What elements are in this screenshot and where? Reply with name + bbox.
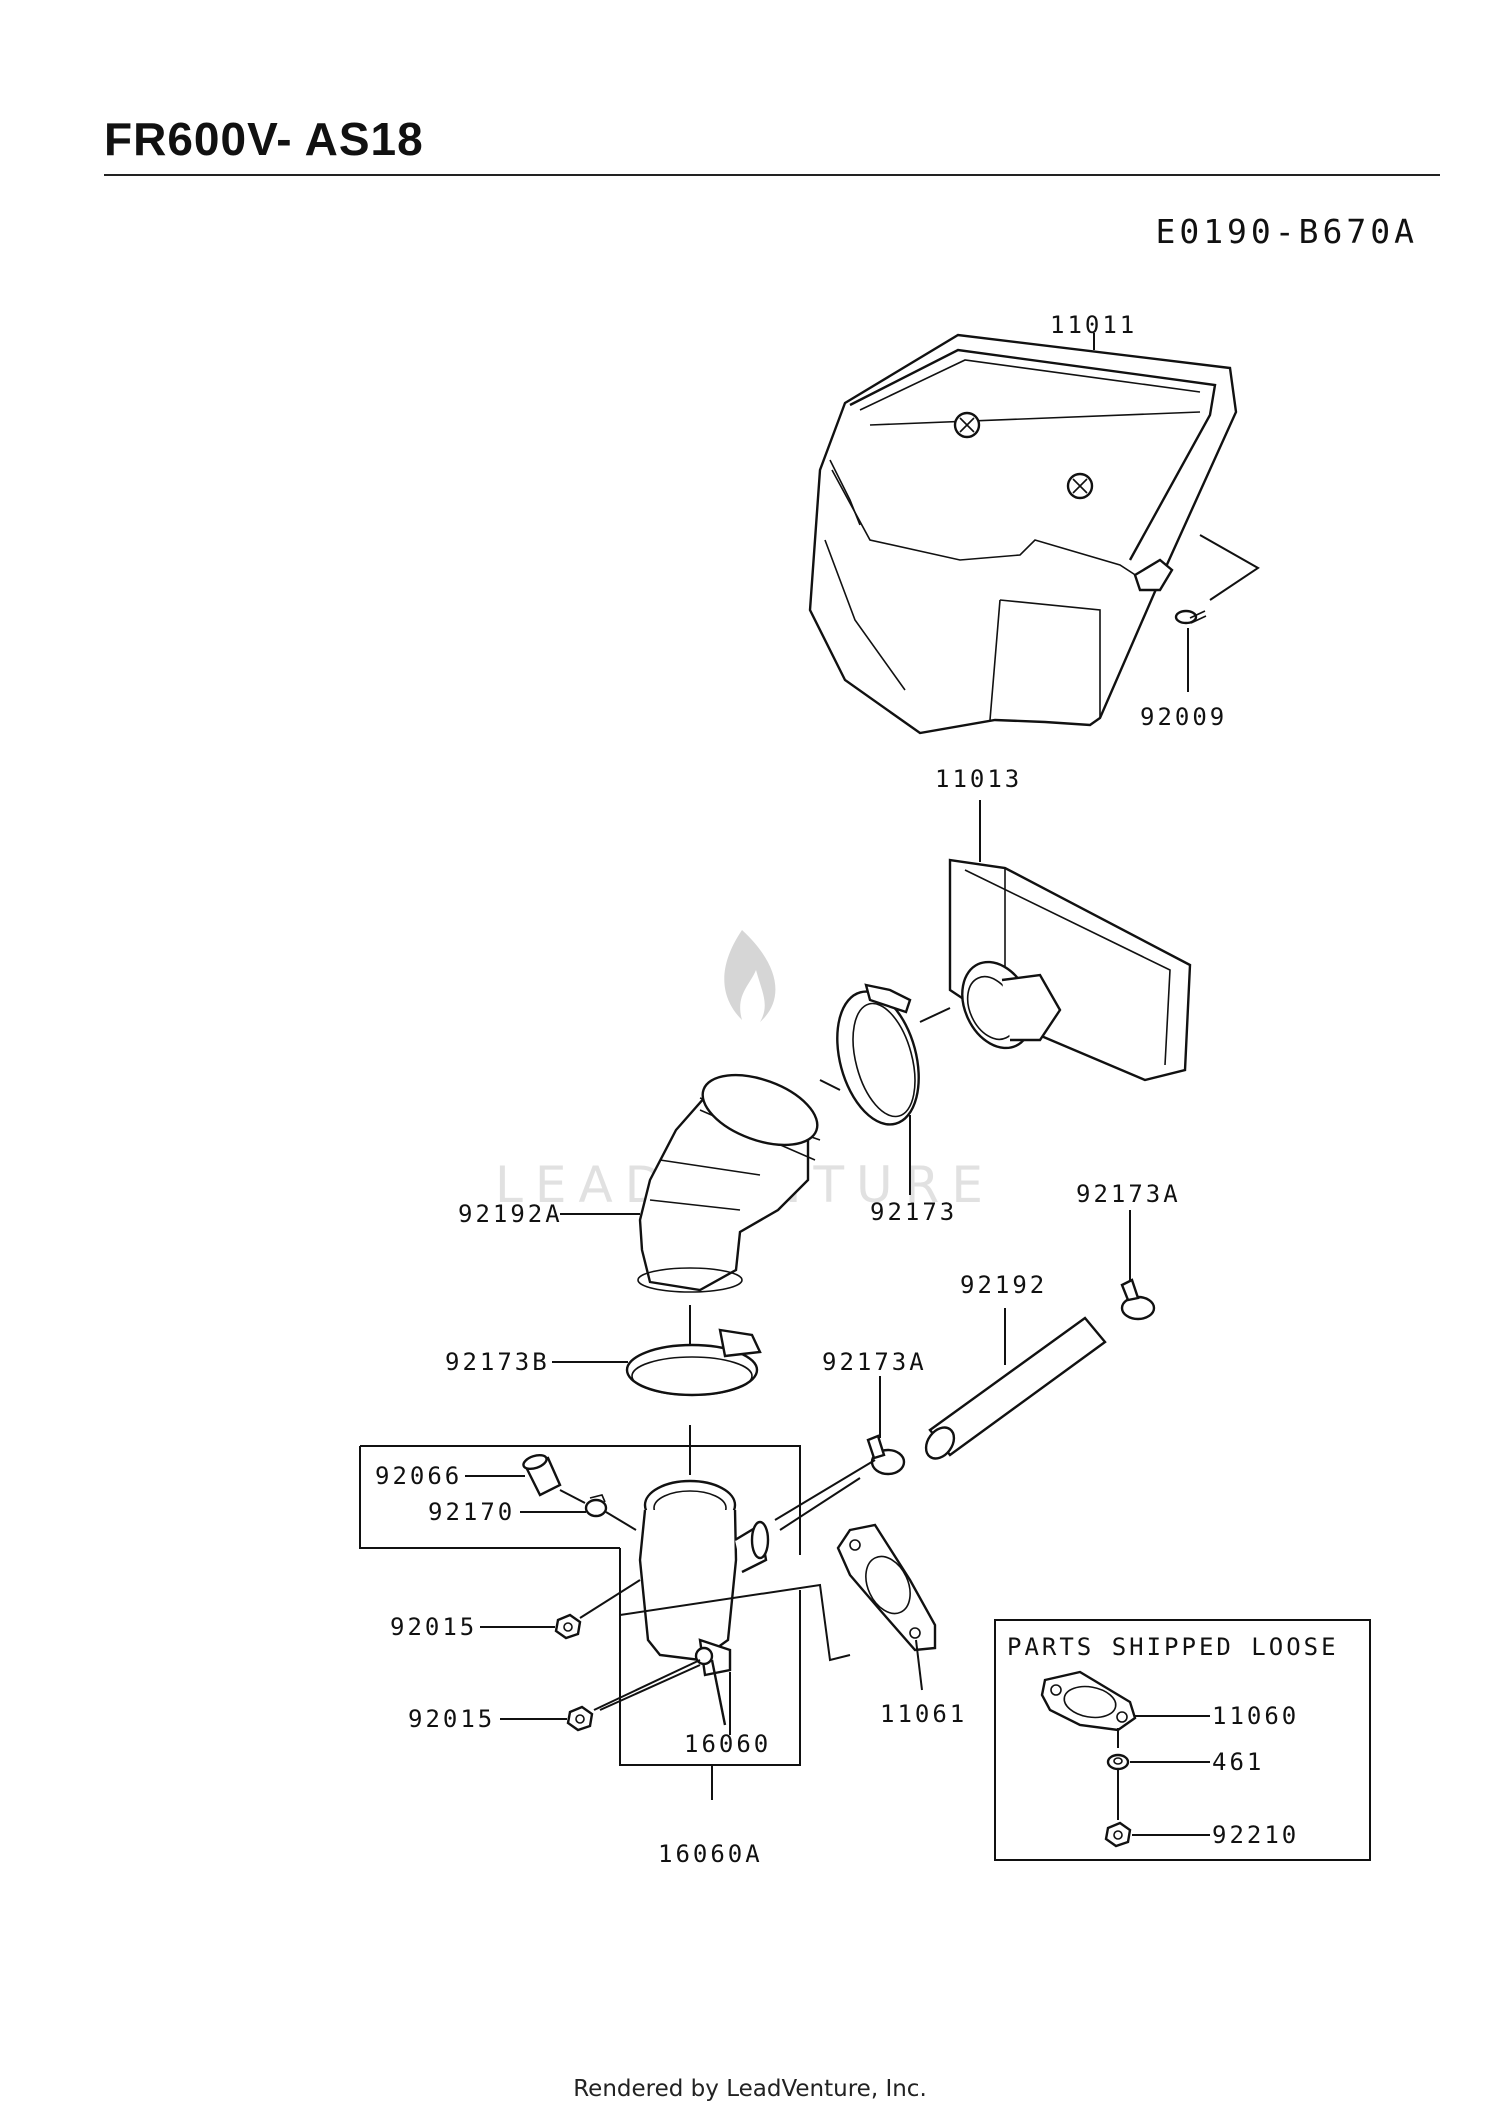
loose-parts-title: PARTS SHIPPED LOOSE	[1007, 1633, 1339, 1661]
part-label: 16060	[684, 1730, 771, 1758]
part-label: 92173A	[822, 1348, 927, 1376]
part-gasket-loose[interactable]	[1040, 1670, 1137, 1732]
part-label: 92173A	[1076, 1180, 1181, 1208]
part-element[interactable]	[948, 858, 1192, 1082]
part-band-clamp[interactable]	[625, 1328, 762, 1397]
part-label: 92015	[390, 1613, 477, 1641]
part-adapter[interactable]	[638, 1479, 770, 1726]
part-label: 92173	[870, 1198, 957, 1226]
part-gasket[interactable]	[836, 1523, 937, 1652]
part-label: 11061	[880, 1700, 967, 1728]
loose-part-label: 11060	[1212, 1702, 1299, 1730]
part-nut[interactable]	[554, 1613, 582, 1640]
part-label: 11011	[1050, 311, 1137, 339]
part-cover[interactable]	[808, 333, 1238, 735]
part-screw[interactable]	[1174, 609, 1207, 625]
loose-parts-box: PARTS SHIPPED LOOSE 11060 461 92210	[994, 1619, 1371, 1861]
part-elbow-duct[interactable]	[637, 1061, 827, 1293]
loose-part-label: 461	[1212, 1748, 1264, 1776]
footer-credit: Rendered by LeadVenture, Inc.	[573, 2076, 927, 2102]
part-clamp[interactable]	[824, 982, 933, 1133]
page-title: FR600V- AS18	[104, 113, 424, 165]
part-plug[interactable]	[522, 1453, 562, 1497]
part-label: 92173B	[445, 1348, 550, 1376]
part-label: 92170	[428, 1498, 515, 1526]
loose-part-label: 92210	[1212, 1821, 1299, 1849]
part-label: 92066	[375, 1462, 462, 1490]
part-nut[interactable]	[566, 1705, 594, 1732]
part-clip[interactable]	[584, 1494, 608, 1518]
part-small-clamp[interactable]	[1120, 1278, 1156, 1321]
part-small-clamp[interactable]	[866, 1434, 906, 1476]
part-label: 92192	[960, 1271, 1047, 1299]
part-hose[interactable]	[920, 1316, 1107, 1464]
title-divider	[104, 174, 1440, 176]
part-washer[interactable]	[1106, 1753, 1130, 1771]
part-label: 92015	[408, 1705, 495, 1733]
part-label: 92192A	[458, 1200, 563, 1228]
part-nut-loose[interactable]	[1104, 1821, 1132, 1848]
part-label: 16060A	[658, 1840, 763, 1868]
part-label: 92009	[1140, 703, 1227, 731]
diagram-code: E0190-B670A	[1155, 212, 1418, 251]
part-label: 11013	[935, 765, 1022, 793]
flame-icon	[724, 930, 776, 1022]
